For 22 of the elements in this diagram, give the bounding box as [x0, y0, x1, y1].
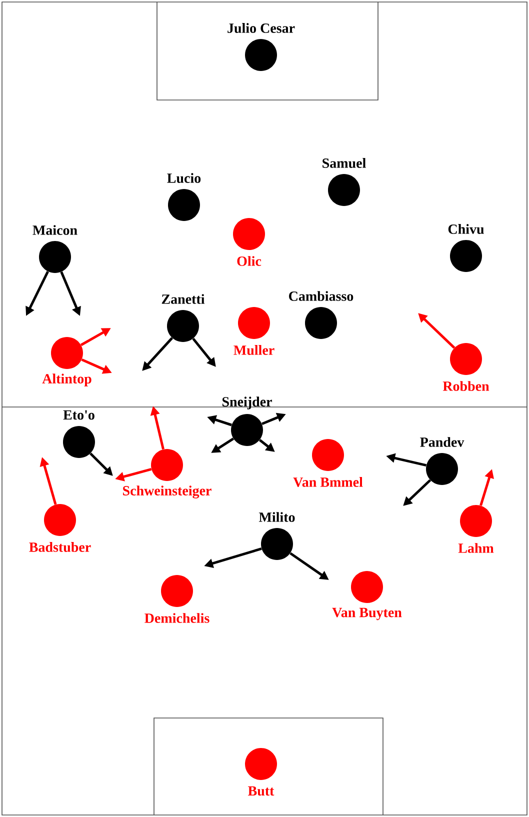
player-name: Badstuber: [29, 542, 91, 552]
player-name: Samuel: [322, 158, 366, 168]
player-name: Butt: [248, 786, 274, 796]
player-name: Eto'o: [63, 410, 94, 420]
player-name: Muller: [234, 345, 274, 355]
player-name: Demichelis: [144, 613, 210, 623]
player-name: Sneijder: [222, 396, 272, 410]
player-name: Lahm: [458, 543, 494, 553]
player-name: Van Buyten: [332, 608, 402, 620]
player-name: Milito: [258, 512, 295, 522]
player-name: Chivu: [448, 224, 484, 234]
player-name: Maicon: [32, 225, 78, 235]
player-name: Olic: [237, 256, 262, 266]
player-name: Lucio: [167, 173, 201, 183]
player-name: Zanetti: [162, 294, 205, 304]
player-name: Altintop: [42, 374, 92, 386]
player-name: Van Bmmel: [293, 477, 363, 487]
player-name: Pandev: [420, 437, 464, 447]
player-name: Robben: [442, 381, 490, 391]
player-name: Cambiasso: [289, 291, 354, 301]
player-name: Schweinsteiger: [123, 486, 212, 498]
player-name: Julio Cesar: [228, 23, 295, 33]
